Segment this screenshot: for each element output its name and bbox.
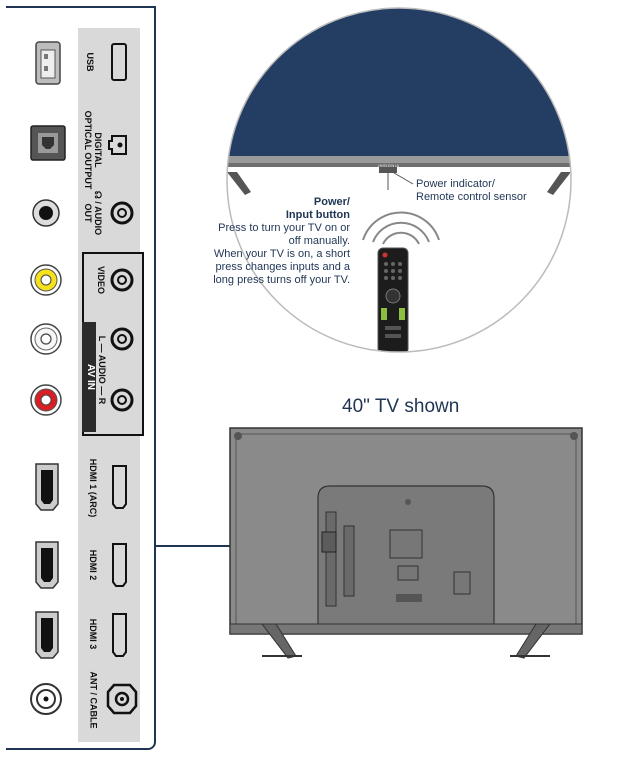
tv-bezel — [227, 156, 571, 166]
tv-screen — [227, 8, 571, 156]
hdmi3-port-icon — [35, 611, 59, 659]
power-desc-line4: press changes inputs and a — [215, 261, 350, 273]
label-av-in: AV IN — [85, 364, 96, 390]
hdmi3-symbol-icon — [112, 613, 127, 657]
power-desc-line1: Press to turn your TV on or — [218, 222, 350, 234]
sensor-callout: Power indicator/ Remote control sensor — [416, 178, 556, 204]
label-optical-line1: DIGITAL — [93, 132, 103, 168]
antenna-symbol-icon — [106, 683, 138, 715]
headphone-icon: ☊ — [93, 190, 103, 199]
audio-out-symbol-icon — [110, 201, 134, 225]
label-audio-out-line1: / AUDIO — [93, 201, 103, 236]
audio-right-symbol-icon — [110, 388, 134, 412]
power-title-line1: Power/ — [313, 196, 350, 208]
usb-port-icon — [35, 41, 61, 85]
audio-left-port-icon — [30, 323, 62, 355]
hdmi2-symbol-icon — [112, 543, 127, 587]
tv-brand-logo: INSIGNIA — [378, 163, 400, 168]
av-in-dark-strip — [82, 322, 96, 432]
label-audio-lr: L — AUDIO — R — [97, 335, 107, 405]
tv-front-zoom-circle — [226, 7, 572, 353]
usb-symbol-icon — [111, 43, 127, 81]
video-port-icon — [30, 264, 62, 296]
power-desc-line3: When your TV is on, a short — [213, 248, 350, 260]
remote-control-icon — [377, 247, 409, 352]
video-symbol-icon — [110, 268, 134, 292]
power-button — [379, 167, 397, 173]
power-desc-line5: long press turns off your TV. — [213, 274, 350, 286]
port-panel-frame — [6, 6, 156, 750]
label-usb: USB — [85, 52, 95, 72]
label-audio-out: ☊ / AUDIO OUT — [83, 178, 103, 248]
audio-right-port-icon — [30, 384, 62, 416]
signal-waves-icon — [362, 211, 440, 241]
label-audio-out-line2: OUT — [83, 203, 93, 223]
power-button-callout: Power/ Input button Press to turn your T… — [196, 196, 350, 287]
audio-out-port-icon — [32, 199, 60, 227]
label-hdmi3: HDMI 3 — [88, 618, 98, 650]
tv-caption: 40" TV shown — [342, 396, 460, 417]
audio-left-symbol-icon — [110, 327, 134, 351]
sensor-line2: Remote control sensor — [416, 191, 527, 203]
optical-port-icon — [30, 125, 66, 161]
power-title-line2: Input button — [285, 209, 350, 221]
power-desc-line2: off manually. — [288, 235, 350, 247]
label-antenna: ANT / CABLE — [88, 671, 99, 729]
tv-back-view — [229, 427, 583, 659]
hdmi1-port-icon — [35, 463, 59, 511]
label-video: VIDEO — [96, 265, 106, 294]
label-hdmi2: HDMI 2 — [88, 549, 98, 581]
hdmi1-symbol-icon — [112, 465, 127, 509]
optical-symbol-icon — [108, 135, 127, 155]
antenna-port-icon — [30, 683, 62, 715]
label-hdmi1: HDMI 1 (ARC) — [88, 458, 98, 518]
sensor-line1: Power indicator/ — [416, 178, 495, 190]
hdmi2-port-icon — [35, 541, 59, 589]
